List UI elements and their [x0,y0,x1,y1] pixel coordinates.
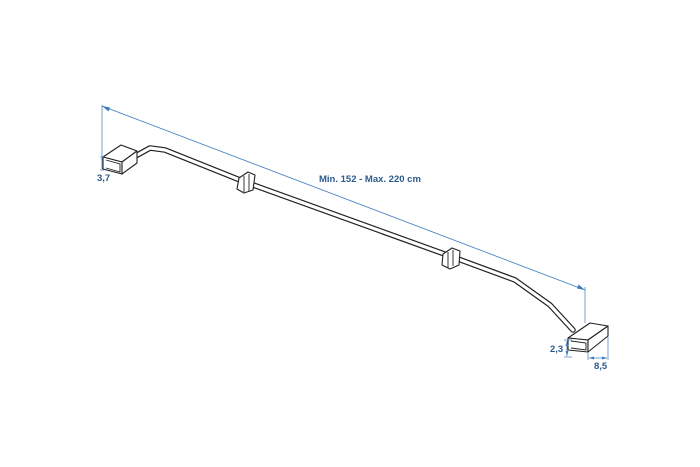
right-end-bracket [567,322,609,353]
right-height-dimension [564,339,572,358]
left-end-bracket [102,144,138,175]
right-width-dimension [587,336,609,360]
left-height-label: 3,7 [97,173,110,184]
right-joint-sleeve [441,247,461,270]
left-joint-sleeve [236,171,256,194]
length-dimension-line [101,105,586,291]
bar-core [130,146,575,332]
telescopic-bar [129,145,576,333]
left-height-dimension [100,156,104,171]
right-width-label: 8,5 [594,361,608,372]
right-height-label: 2,3 [550,344,563,355]
length-arrow-left [102,106,110,112]
length-arrow-right [577,284,585,290]
length-label: Min. 152 - Max. 220 cm [319,174,421,185]
left-bracket-side [121,150,138,175]
length-dimension [101,105,586,323]
